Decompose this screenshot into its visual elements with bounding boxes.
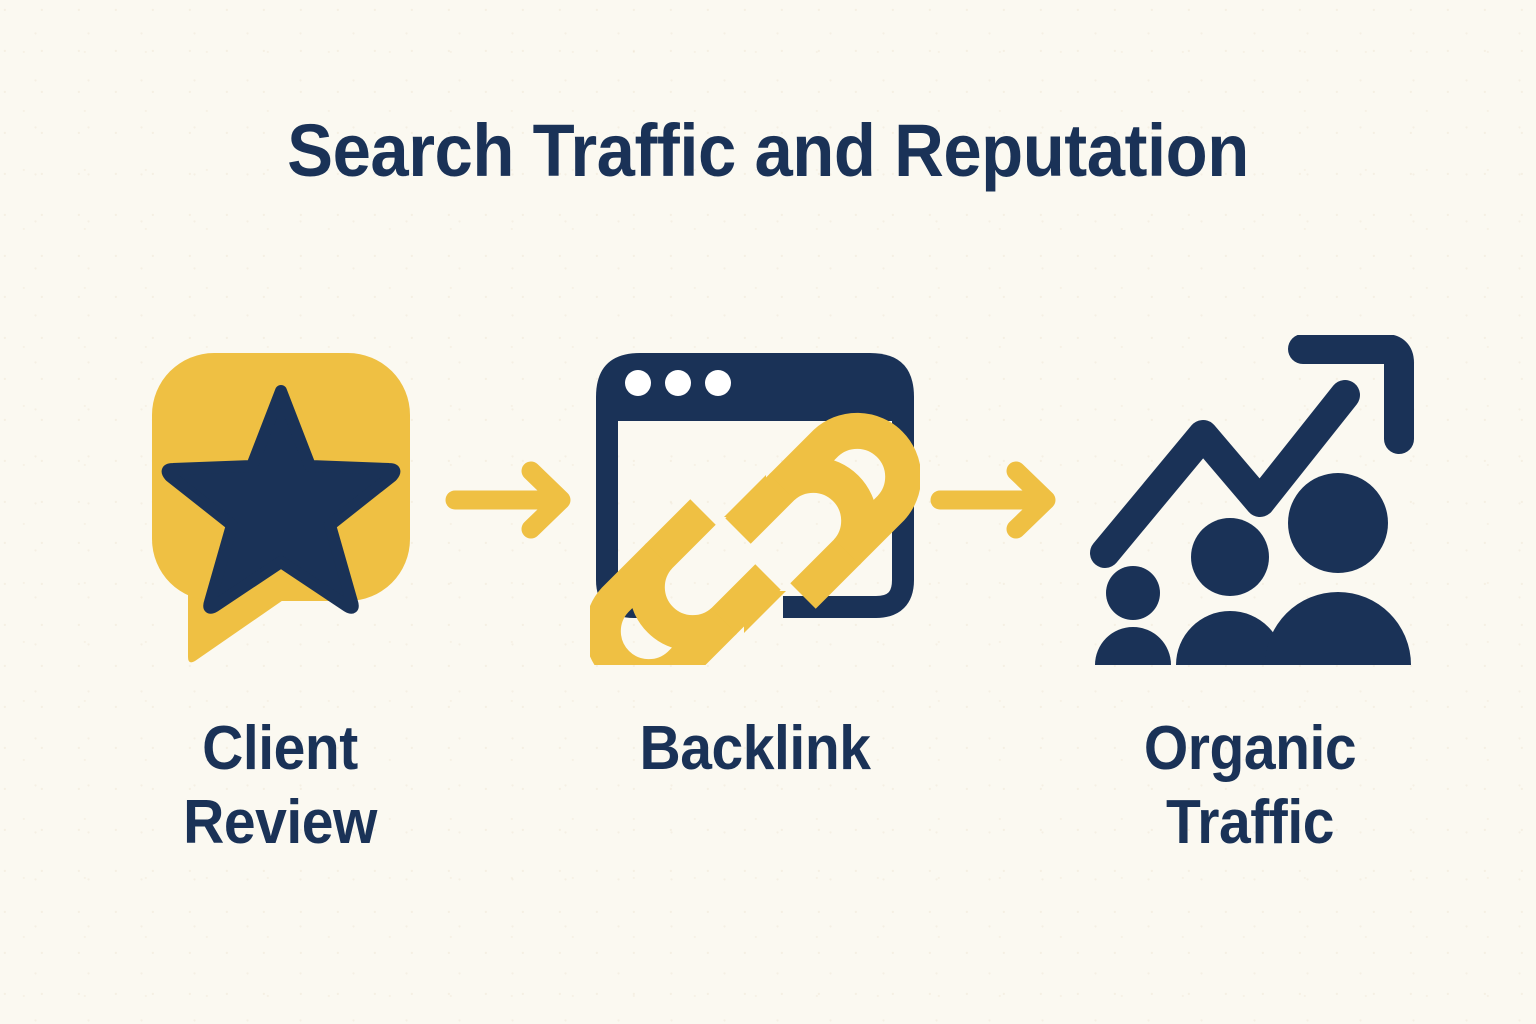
- chain-link-upper: [724, 412, 920, 609]
- page-title: Search Traffic and Reputation: [287, 109, 1249, 192]
- arrow-right-icon: [445, 461, 571, 539]
- browser-dot-1: [625, 370, 651, 396]
- connector-arrow-1: [445, 455, 585, 545]
- step-3-label-line-1: Organic: [1143, 714, 1357, 783]
- browser-dot-3: [705, 370, 731, 396]
- step-client-review: Client Review: [100, 330, 460, 860]
- browser-window-chain-link-icon: [590, 353, 920, 665]
- step-1-label: Client Review: [114, 712, 445, 860]
- trend-arrowhead: [1288, 335, 1414, 454]
- step-1-label-line-1: Client: [202, 714, 358, 783]
- connector-arrow-2: [930, 455, 1070, 545]
- step-backlink: Backlink: [575, 330, 935, 786]
- step-3-label-line-2: Traffic: [1166, 788, 1334, 857]
- step-3-label: Organic Traffic: [1084, 712, 1415, 860]
- person-small: [1095, 566, 1171, 665]
- step-1-label-line-2: Review: [183, 788, 377, 857]
- person-large: [1265, 473, 1411, 665]
- growth-arrow-people-icon: [1090, 335, 1414, 665]
- step-2-label-line-1: Backlink: [639, 714, 871, 783]
- step-3-icon-wrap: [1070, 330, 1430, 670]
- person-medium: [1176, 518, 1284, 665]
- step-1-icon-wrap: [100, 330, 460, 670]
- trend-line: [1090, 380, 1360, 568]
- browser-dot-2: [665, 370, 691, 396]
- speech-bubble-star-icon: [152, 353, 410, 663]
- step-2-icon-wrap: [575, 330, 935, 670]
- step-organic-traffic: Organic Traffic: [1070, 330, 1430, 860]
- step-2-label: Backlink: [589, 712, 920, 786]
- arrow-right-icon: [930, 461, 1056, 539]
- chain-link-lower: [590, 499, 786, 665]
